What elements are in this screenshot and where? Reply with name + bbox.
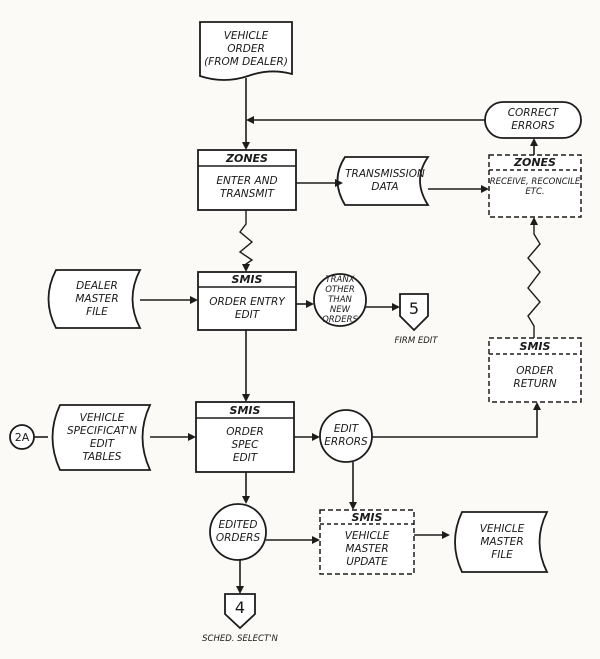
transmission-data-storage (336, 156, 430, 206)
firm-edit-offpage-connector (399, 293, 429, 332)
smis-order-spec-title: SMIS (229, 403, 261, 417)
sched-select-number: 4 (234, 597, 246, 617)
smis-order-return-body: ORDER RETURN (513, 365, 557, 390)
dealer-master-label: DEALER MASTER FILE (75, 279, 119, 318)
smis-order-entry-process (197, 271, 297, 331)
smis-order-entry-body: ORDER ENTRY EDIT (209, 295, 285, 321)
transmission-data-label: TRANSMISSION DATA (345, 168, 425, 193)
smis-order-entry-title: SMIS (231, 273, 263, 286)
smis-order-spec-body: ORDER SPEC EDIT (226, 425, 264, 464)
correct-errors-label: CORRECT ERRORS (507, 107, 559, 132)
edit-errors-label: EDIT ERRORS (324, 423, 368, 448)
smis-vehicle-master-body: VEHICLE MASTER UPDATE (344, 529, 390, 568)
firm-edit-number: 5 (408, 298, 420, 318)
edited-orders-label: EDITED ORDERS (215, 519, 261, 544)
vehicle-spec-storage (51, 404, 152, 471)
zones-enter-title: ZONES (226, 151, 268, 165)
smis-vehicle-master-process (319, 509, 415, 575)
zones-enter-body: ENTER AND TRANSMIT (216, 175, 278, 200)
vehicle-spec-label: VEHICLE SPECIFICAT'N EDIT TABLES (66, 411, 138, 463)
smis-order-return-title: SMIS (519, 339, 551, 353)
zones-receive-process (488, 154, 582, 218)
smis-vehicle-master-title: SMIS (351, 510, 383, 524)
zones-receive-body: RECEIVE, RECONCILE ETC. (489, 177, 581, 197)
vehicle-master-file-label: VEHICLE MASTER FILE (479, 522, 525, 561)
firm-edit-caption: FIRM EDIT (394, 336, 438, 346)
connector-2a-label: 2A (14, 430, 30, 444)
sched-select-caption: SCHED. SELECT'N (202, 634, 278, 644)
sched-select-offpage-connector (224, 593, 256, 630)
vehicle-order-label: VEHICLE ORDER (FROM DEALER) (204, 29, 288, 68)
vehicle-master-storage (454, 511, 549, 573)
dealer-master-storage (47, 269, 142, 329)
zones-receive-title: ZONES (514, 156, 556, 169)
vehicle-order-document (199, 21, 293, 81)
zones-enter-process (197, 149, 297, 211)
smis-order-return-process (488, 337, 582, 403)
edit-errors-connector (319, 409, 373, 463)
edited-orders-connector (209, 503, 267, 561)
tranx-label: TRANX OTHER THAN NEW ORDERS (322, 275, 358, 325)
tranx-connector (313, 273, 367, 327)
